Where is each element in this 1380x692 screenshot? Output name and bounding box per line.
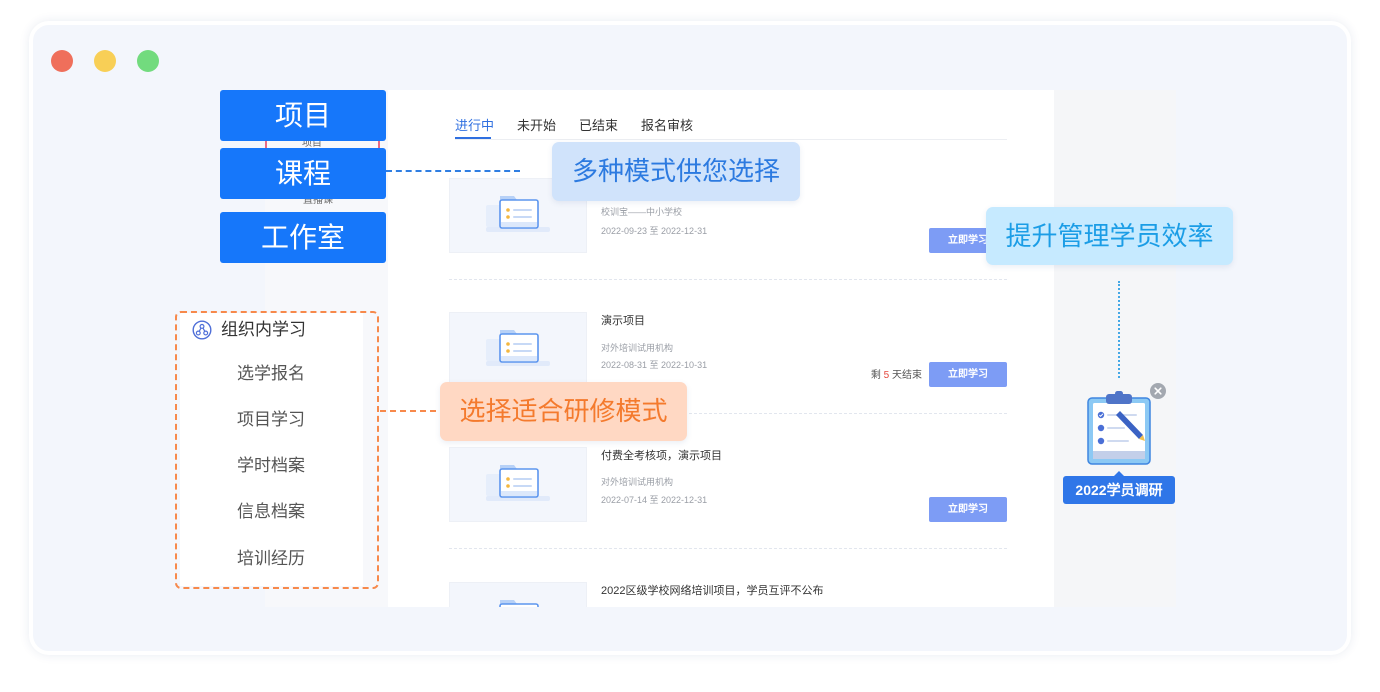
callout-choose-mode: 选择适合研修模式 — [440, 382, 687, 441]
menu-item-project-learning[interactable]: 项目学习 — [237, 410, 305, 429]
menu-item-hours-record[interactable]: 学时档案 — [237, 456, 305, 475]
card-organization: 对外培训试用机构 — [601, 477, 674, 487]
card-thumbnail[interactable] — [449, 582, 587, 607]
remaining-prefix: 剩 — [870, 370, 881, 381]
card-title[interactable]: 2022区级学校网络培训项目，学员互评不公布 — [601, 585, 824, 597]
tab-not-started[interactable]: 未开始 — [517, 118, 557, 133]
start-learning-button[interactable]: 立即学习 — [929, 362, 1007, 387]
card-organization: 校训宝——中小学校 — [601, 207, 683, 217]
folder-document-icon — [486, 464, 550, 502]
menu-item-training-history[interactable]: 培训经历 — [237, 549, 305, 568]
remaining-days-count: 5 — [883, 370, 890, 381]
card-divider — [449, 548, 1007, 549]
card-thumbnail[interactable] — [449, 447, 587, 522]
org-structure-icon — [192, 320, 212, 340]
survey-button[interactable]: 2022学员调研 — [1063, 471, 1175, 504]
window-maximize-dot[interactable] — [137, 50, 159, 72]
menu-item-info-record[interactable]: 信息档案 — [237, 502, 305, 521]
menu-header-org-learning[interactable]: 组织内学习 — [221, 320, 306, 339]
side-tab-course[interactable]: 课程 — [220, 148, 386, 199]
learning-menu-panel — [180, 313, 363, 586]
tab-registration-review[interactable]: 报名审核 — [641, 118, 694, 133]
card-title[interactable]: 演示项目 — [601, 315, 645, 327]
remaining-days-label: 剩 5 天结束 — [858, 369, 922, 382]
remaining-suffix: 天结束 — [892, 370, 922, 381]
window-close-dot[interactable] — [51, 50, 73, 72]
callout-connector-choose — [380, 410, 436, 412]
menu-item-enroll[interactable]: 选学报名 — [237, 364, 305, 383]
card-date-range: 2022-08-31 至 2022-10-31 — [601, 360, 708, 370]
tabs-divider — [455, 139, 1007, 140]
back-nav-item-project[interactable]: 项目 — [302, 138, 322, 149]
callout-connector-modes — [386, 170, 520, 172]
tab-in-progress[interactable]: 进行中 — [455, 118, 495, 133]
active-tab-underline — [455, 137, 491, 139]
back-nav-item-live[interactable]: 直播课 — [303, 195, 333, 206]
window-minimize-dot[interactable] — [94, 50, 116, 72]
close-icon[interactable] — [1150, 383, 1166, 399]
card-date-range: 2022-07-14 至 2022-12-31 — [601, 495, 708, 505]
clipboard-survey-icon[interactable] — [1087, 391, 1151, 465]
learning-menu-highlight-box — [175, 311, 379, 589]
folder-document-icon — [486, 329, 550, 367]
folder-document-icon — [486, 599, 550, 607]
side-tab-studio[interactable]: 工作室 — [220, 212, 386, 263]
card-divider — [449, 279, 1007, 280]
side-tab-project[interactable]: 项目 — [220, 90, 386, 141]
card-thumbnail[interactable] — [449, 312, 587, 387]
start-learning-button[interactable]: 立即学习 — [929, 497, 1007, 522]
callout-management-efficiency: 提升管理学员效率 — [986, 207, 1233, 265]
card-organization: 对外培训试用机构 — [601, 343, 674, 353]
card-date-range: 2022-09-23 至 2022-12-31 — [601, 226, 708, 236]
right-side-panel — [1054, 90, 1176, 607]
callout-connector-management — [1118, 281, 1120, 378]
tab-ended[interactable]: 已结束 — [579, 118, 619, 133]
folder-document-icon — [486, 195, 550, 233]
callout-multiple-modes: 多种模式供您选择 — [552, 142, 800, 201]
card-title[interactable]: 付费全考核项，演示项目 — [601, 450, 722, 462]
card-divider — [449, 413, 1007, 414]
